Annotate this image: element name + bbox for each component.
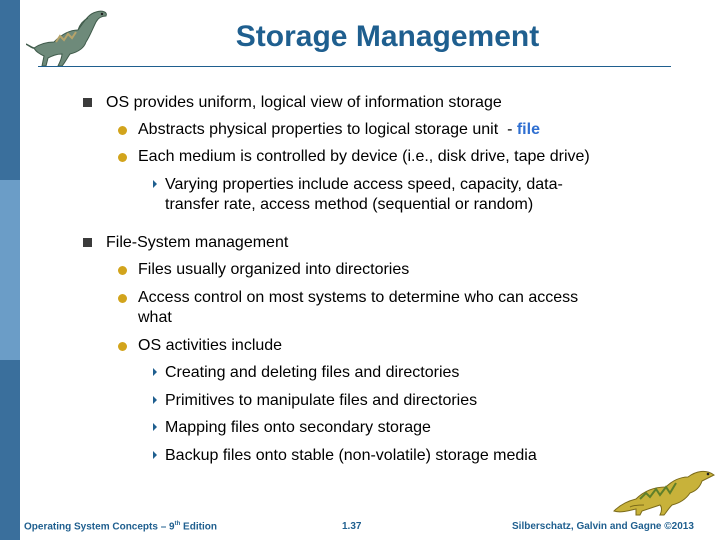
bullet-abstracts-physical: Abstracts physical properties to logical… [138, 120, 540, 140]
side-bar-segment-middle [0, 180, 20, 360]
footer-copyright: Silberschatz, Galvin and Gagne ©2013 [512, 521, 694, 532]
footer-title-prefix: Operating System Concepts – 9 [24, 521, 175, 533]
bullet-file-system-management: File-System management [106, 233, 288, 253]
bullet-creating-deleting: Creating and deleting files and director… [165, 363, 459, 383]
bullet-each-medium: Each medium is controlled by device (i.e… [138, 147, 590, 167]
bullet-os-activities: OS activities include [138, 336, 282, 356]
bullet-text: File-System management [106, 234, 289, 251]
file-emphasis: file [516, 121, 540, 138]
bullet-text: Abstracts physical properties to logical… [138, 121, 517, 138]
footer-title-superscript: th [174, 521, 181, 527]
side-bar-segment-bottom [0, 360, 20, 540]
bullet-text-line: Varying properties include access speed,… [165, 176, 563, 193]
bullet-text-line: what [138, 309, 172, 326]
footer-page-number: 1.37 [342, 521, 362, 532]
bullet-text: Mapping files onto secondary storage [165, 419, 431, 436]
bullet-mapping-files: Mapping files onto secondary storage [165, 418, 431, 438]
bullet-backup-files: Backup files onto stable (non-volatile) … [165, 446, 537, 466]
footer-title-suffix: Edition [180, 521, 217, 533]
bullet-text: Backup files onto stable (non-volatile) … [165, 447, 537, 464]
bullet-text: Each medium is controlled by device (i.e… [138, 148, 590, 165]
round-bullet-icon [118, 126, 127, 135]
dinosaur-logo-icon [26, 10, 107, 67]
bullet-text: Files usually organized into directories [138, 261, 410, 278]
round-bullet-icon [118, 342, 127, 351]
bullet-text: OS provides uniform, logical view of inf… [106, 94, 502, 111]
arrow-bullet-icon [153, 423, 157, 431]
arrow-bullet-icon [153, 368, 157, 376]
bullet-text: Primitives to manipulate files and direc… [165, 392, 478, 409]
side-bar-segment-top [0, 0, 20, 180]
arrow-bullet-icon [153, 180, 157, 188]
bullet-text: OS activities include [138, 337, 283, 354]
square-bullet-icon [83, 238, 92, 247]
bullet-access-control: Access control on most systems to determ… [138, 288, 578, 328]
title-divider [38, 66, 671, 67]
round-bullet-icon [118, 294, 127, 303]
bullet-text-line: transfer rate, access method (sequential… [165, 196, 534, 213]
round-bullet-icon [118, 266, 127, 275]
bullet-text: Creating and deleting files and director… [165, 364, 460, 381]
bullet-os-uniform-view: OS provides uniform, logical view of inf… [106, 93, 502, 113]
bullet-primitives: Primitives to manipulate files and direc… [165, 391, 477, 411]
bullet-varying-properties: Varying properties include access speed,… [165, 175, 563, 215]
dinosaur-illustration-icon [613, 470, 715, 516]
side-color-bar [0, 0, 20, 540]
arrow-bullet-icon [153, 396, 157, 404]
bullet-text-line: Access control on most systems to determ… [138, 289, 579, 306]
square-bullet-icon [83, 98, 92, 107]
page-title: Storage Management [235, 20, 540, 53]
round-bullet-icon [118, 153, 127, 162]
arrow-bullet-icon [153, 451, 157, 459]
footer-book-title: Operating System Concepts – 9th Edition [24, 521, 217, 532]
bullet-files-organized: Files usually organized into directories [138, 260, 409, 280]
